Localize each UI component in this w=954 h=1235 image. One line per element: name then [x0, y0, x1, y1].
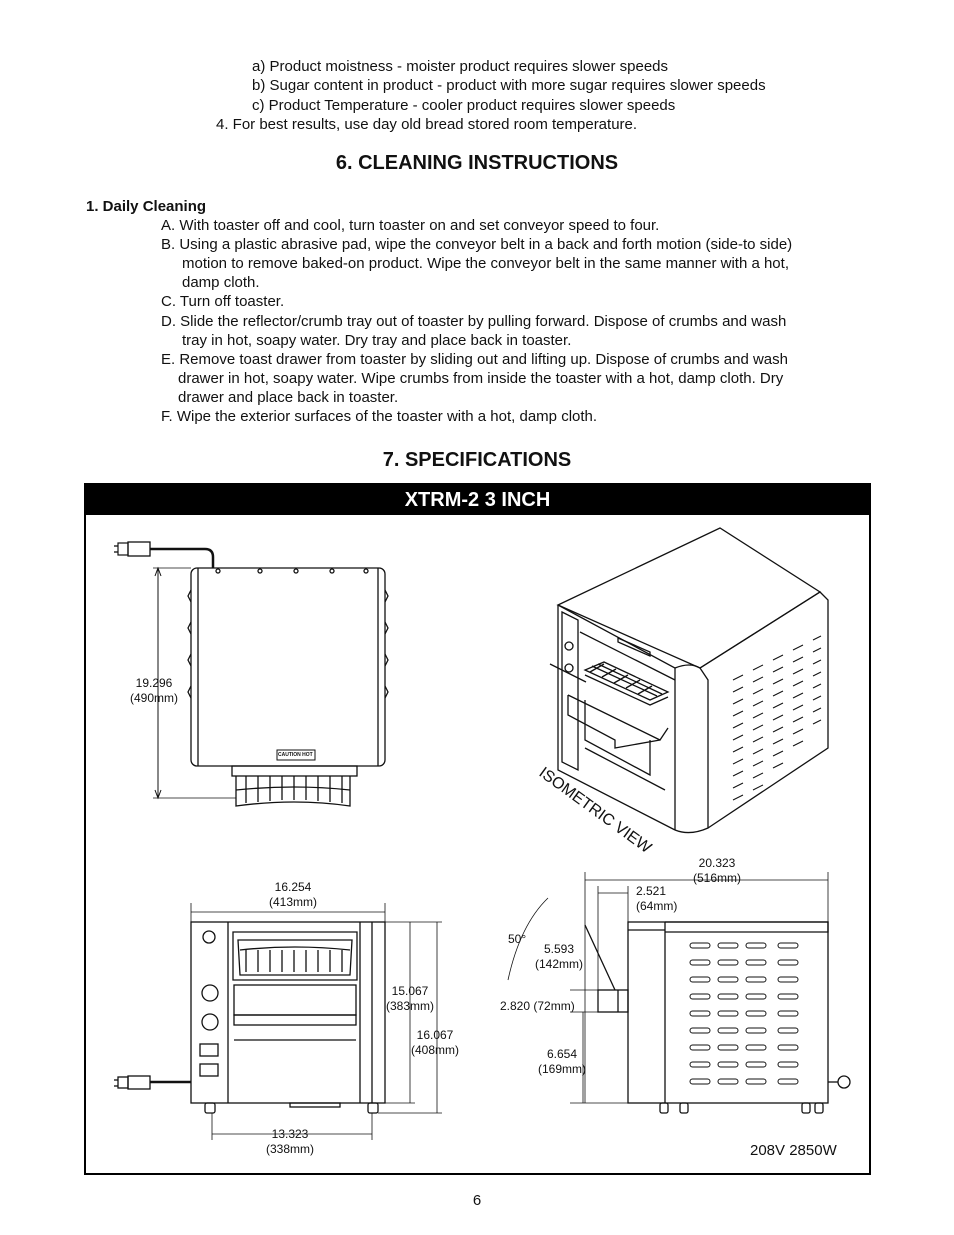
chute-height-label: 2.820 (72mm) — [500, 999, 575, 1013]
front-height-label: 15.067 (383mm) — [386, 984, 435, 1013]
cleaning-step-e-line3: drawer and place back in toaster. — [178, 389, 399, 406]
caution-label: CAUTION HOT — [278, 752, 313, 758]
right-side-view-drawing — [507, 872, 851, 1114]
model-bar: XTRM-2 3 INCH — [86, 485, 869, 515]
front-view-drawing — [114, 903, 442, 1140]
cleaning-step-b-line3: damp cloth. — [182, 274, 260, 291]
cleaning-step-f: F. Wipe the exterior surfaces of the toa… — [161, 408, 598, 425]
side-view-drawing — [114, 541, 389, 807]
cleaning-step-b-line2: motion to remove baked-on product. Wipe … — [182, 255, 789, 272]
front-width-label: 16.254 (413mm) — [269, 880, 318, 909]
total-height-label: 16.067 (408mm) — [411, 1028, 460, 1057]
side-height-label: 19.296 (490mm) — [130, 676, 179, 705]
overall-width-label: 20.323 (516mm) — [693, 856, 742, 885]
cleaning-step-b-line1: B. Using a plastic abrasive pad, wipe th… — [161, 236, 793, 253]
isometric-view-drawing — [549, 527, 829, 834]
cleaning-step-c: C. Turn off toaster. — [161, 293, 285, 310]
chute-label: 5.593 (142mm) — [535, 942, 584, 971]
offset-label: 2.521 (64mm) — [636, 884, 678, 913]
page-number: 6 — [472, 1192, 482, 1209]
list-item-c: c) Product Temperature - cooler product … — [252, 97, 676, 114]
angle-label: 50° — [508, 932, 527, 946]
list-item-b: b) Sugar content in product - product wi… — [252, 77, 766, 94]
base-width-label: 13.323 (338mm) — [266, 1127, 315, 1156]
specifications-heading: 7. SPECIFICATIONS — [382, 449, 572, 471]
cleaning-heading: 6. CLEANING INSTRUCTIONS — [335, 152, 619, 174]
lower-height-label: 6.654 (169mm) — [538, 1047, 587, 1076]
list-item-a: a) Product moistness - moister product r… — [252, 58, 669, 75]
cleaning-step-e-line1: E. Remove toast drawer from toaster by s… — [161, 351, 788, 368]
cleaning-step-d-line1: D. Slide the reflector/crumb tray out of… — [161, 313, 787, 330]
cleaning-step-d-line2: tray in hot, soapy water. Dry tray and p… — [182, 332, 572, 349]
cleaning-step-a: A. With toaster off and cool, turn toast… — [161, 217, 660, 234]
list-item-4: 4. For best results, use day old bread s… — [216, 116, 638, 133]
power-rating: 208V 2850W — [750, 1142, 837, 1159]
spec-box: XTRM-2 3 INCH — [84, 483, 871, 1175]
daily-cleaning-subheading: 1. Daily Cleaning — [86, 198, 207, 215]
cleaning-step-e-line2: drawer in hot, soapy water. Wipe crumbs … — [178, 370, 784, 387]
